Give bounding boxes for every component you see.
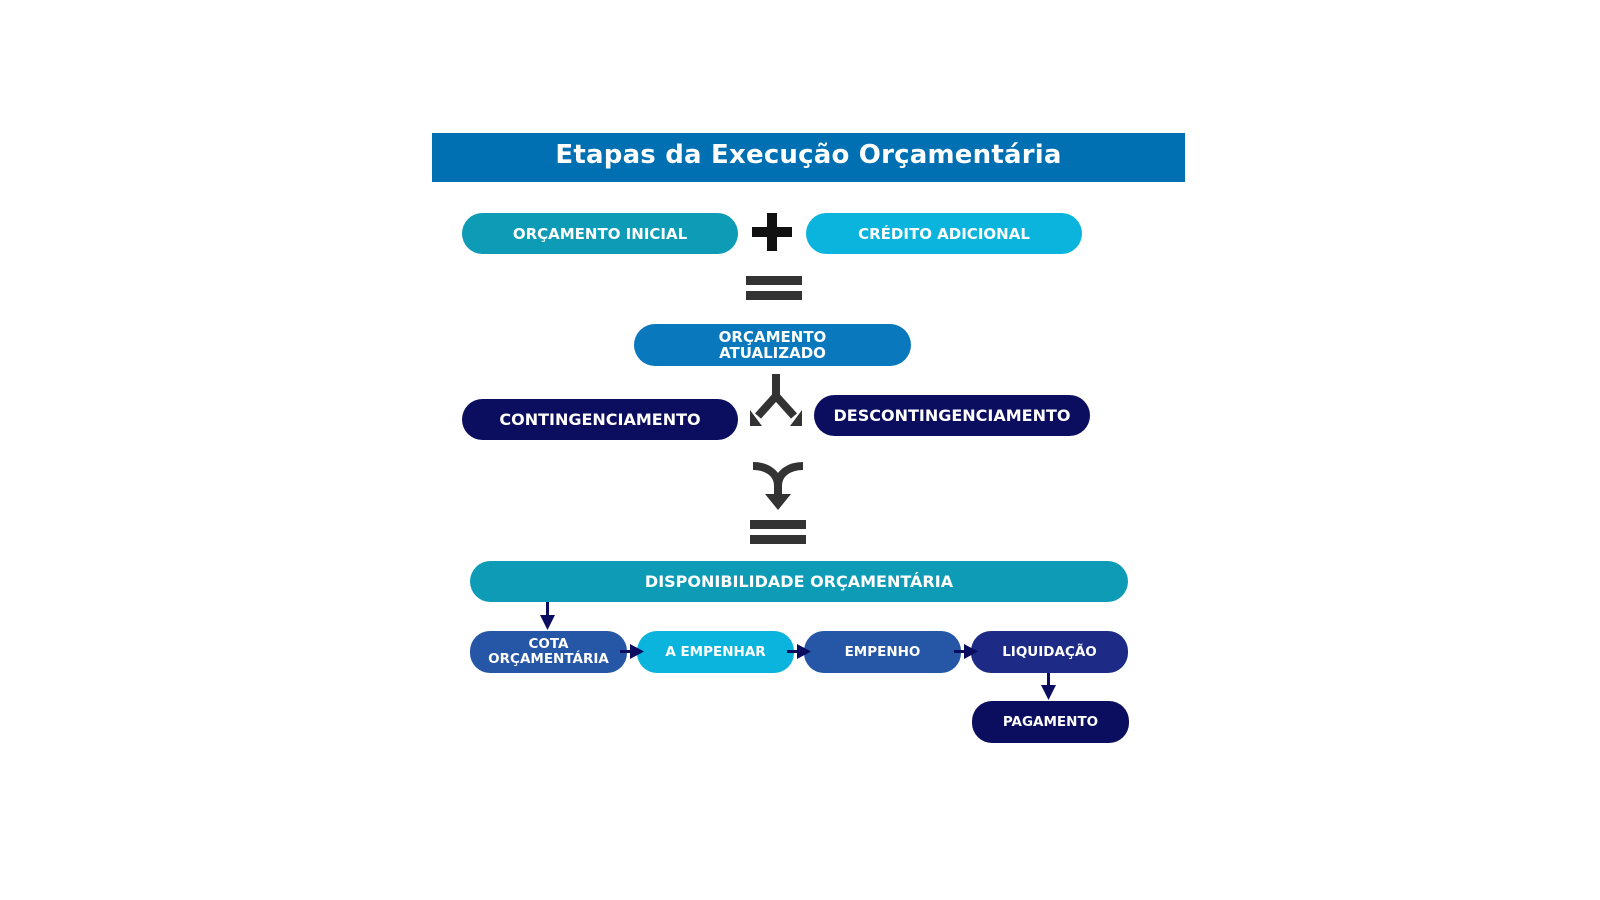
arrow-disponibilidade-to-cota [540, 602, 555, 630]
node-contingenciamento: CONTINGENCIAMENTO [462, 399, 738, 440]
node-credito-adicional: CRÉDITO ADICIONAL [806, 213, 1082, 254]
node-orcamento-atualizado: ORÇAMENTO ATUALIZADO [634, 324, 911, 366]
node-orcamento-inicial: ORÇAMENTO INICIAL [462, 213, 738, 254]
plus-icon [752, 213, 792, 251]
node-cota-orcamentaria: COTA ORÇAMENTÁRIA [470, 631, 627, 673]
page-title: Etapas da Execução Orçamentária [432, 133, 1185, 182]
split-arrow-icon [750, 374, 802, 426]
equals-icon [746, 276, 802, 300]
equals-icon [750, 520, 806, 544]
node-descontingenciamento: DESCONTINGENCIAMENTO [814, 395, 1090, 436]
node-pagamento: PAGAMENTO [972, 701, 1129, 743]
node-empenho: EMPENHO [804, 631, 961, 673]
node-a-empenhar: A EMPENHAR [637, 631, 794, 673]
arrow-liquidacao-to-pagamento [1041, 673, 1056, 700]
merge-arrow-icon [752, 462, 804, 510]
node-disponibilidade-orcamentaria: DISPONIBILIDADE ORÇAMENTÁRIA [470, 561, 1128, 602]
node-liquidacao: LIQUIDAÇÃO [971, 631, 1128, 673]
